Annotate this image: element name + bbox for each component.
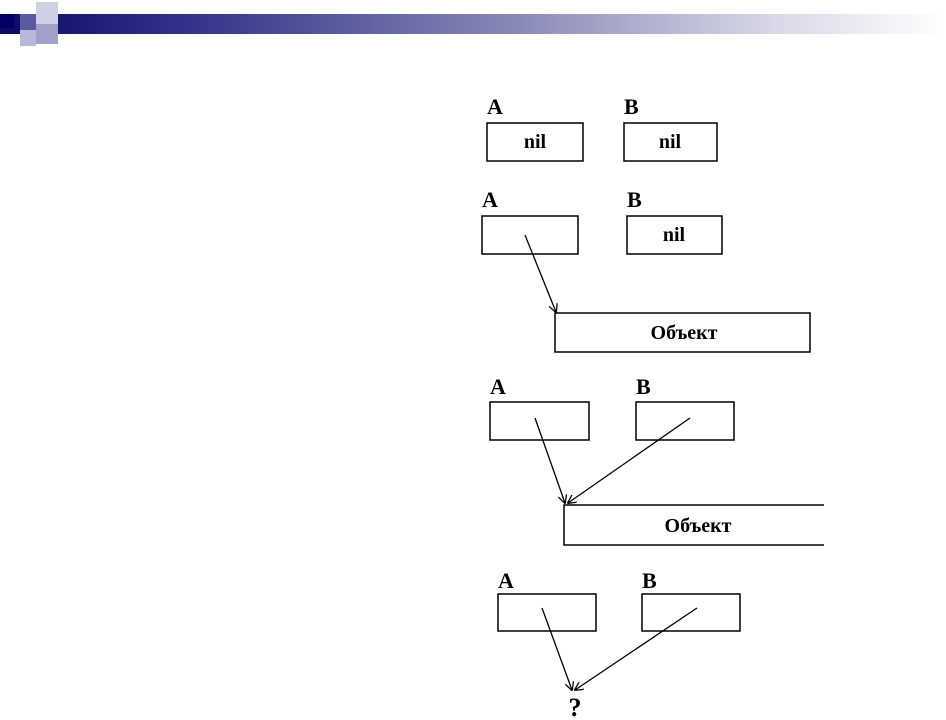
- pointer-b-arrow: [568, 417, 691, 503]
- pointer-b-label: B: [624, 94, 639, 119]
- header-square-pale: [36, 2, 58, 24]
- panel-dangling-pointers: A B ?: [497, 568, 741, 720]
- pointer-a-cell: [486, 122, 584, 162]
- pointer-b-label: B: [636, 374, 651, 399]
- pointer-b-cell: [623, 122, 718, 162]
- pointer-a-value: nil: [524, 131, 547, 153]
- header-square-mid: [20, 14, 36, 30]
- pointer-b-value: nil: [663, 224, 686, 246]
- pointer-b-arrow: [575, 607, 698, 690]
- pointer-a-arrow: [524, 234, 556, 312]
- header-square-soft: [36, 24, 58, 44]
- pointer-b-label: B: [627, 187, 642, 212]
- panel-a-points-to-object: A B nil Объект: [481, 187, 811, 353]
- header-square-light: [20, 30, 36, 46]
- object-label: Объект: [651, 322, 718, 344]
- pointer-a-label: A: [487, 94, 503, 119]
- unknown-target: ?: [569, 693, 582, 720]
- pointer-a-label: A: [490, 374, 506, 399]
- header-square-dark: [0, 14, 14, 28]
- panel-both-point-to-object: A B Объект: [489, 374, 824, 546]
- object-label: Объект: [665, 515, 732, 537]
- object-box: [554, 312, 811, 353]
- panel-both-nil: A B nil nil: [486, 94, 718, 162]
- pointer-b-label: B: [642, 568, 657, 593]
- pointer-a-cell: [489, 401, 590, 441]
- pointer-a-label: A: [498, 568, 514, 593]
- pointer-b-value: nil: [659, 131, 682, 153]
- pointer-b-cell: [635, 401, 735, 441]
- pointer-a-arrow: [541, 607, 572, 690]
- pointer-a-cell: [497, 593, 597, 632]
- pointer-a-arrow: [534, 417, 565, 503]
- object-box: [563, 504, 824, 546]
- pointer-b-cell: [626, 215, 723, 255]
- header-gradient-bar: [0, 14, 946, 34]
- pointer-a-label: A: [482, 187, 498, 212]
